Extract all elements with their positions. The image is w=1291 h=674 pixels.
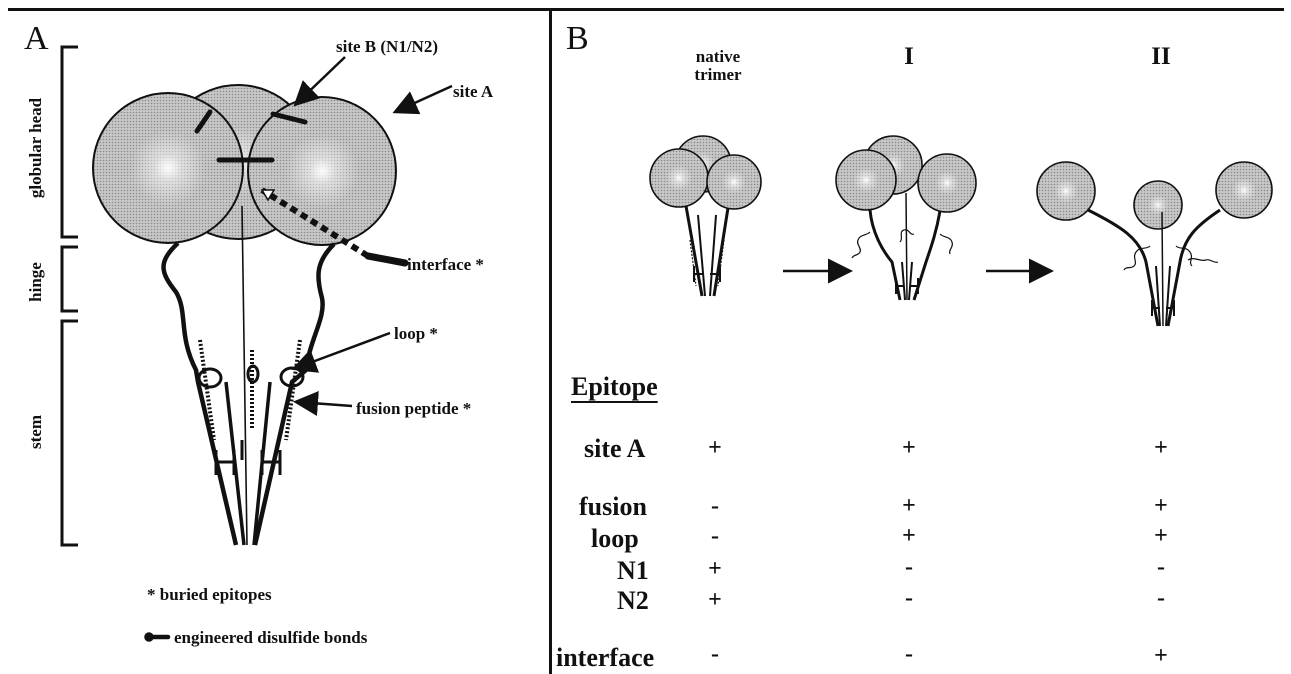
trimer-native (650, 136, 761, 296)
legend-disulfide-sample (147, 635, 169, 640)
region-brackets (62, 47, 78, 545)
fusion-peptide-strands (200, 340, 300, 440)
globular-heads (93, 85, 396, 245)
trimer-state-i (836, 136, 976, 300)
trimer-state-ii (1037, 162, 1272, 326)
